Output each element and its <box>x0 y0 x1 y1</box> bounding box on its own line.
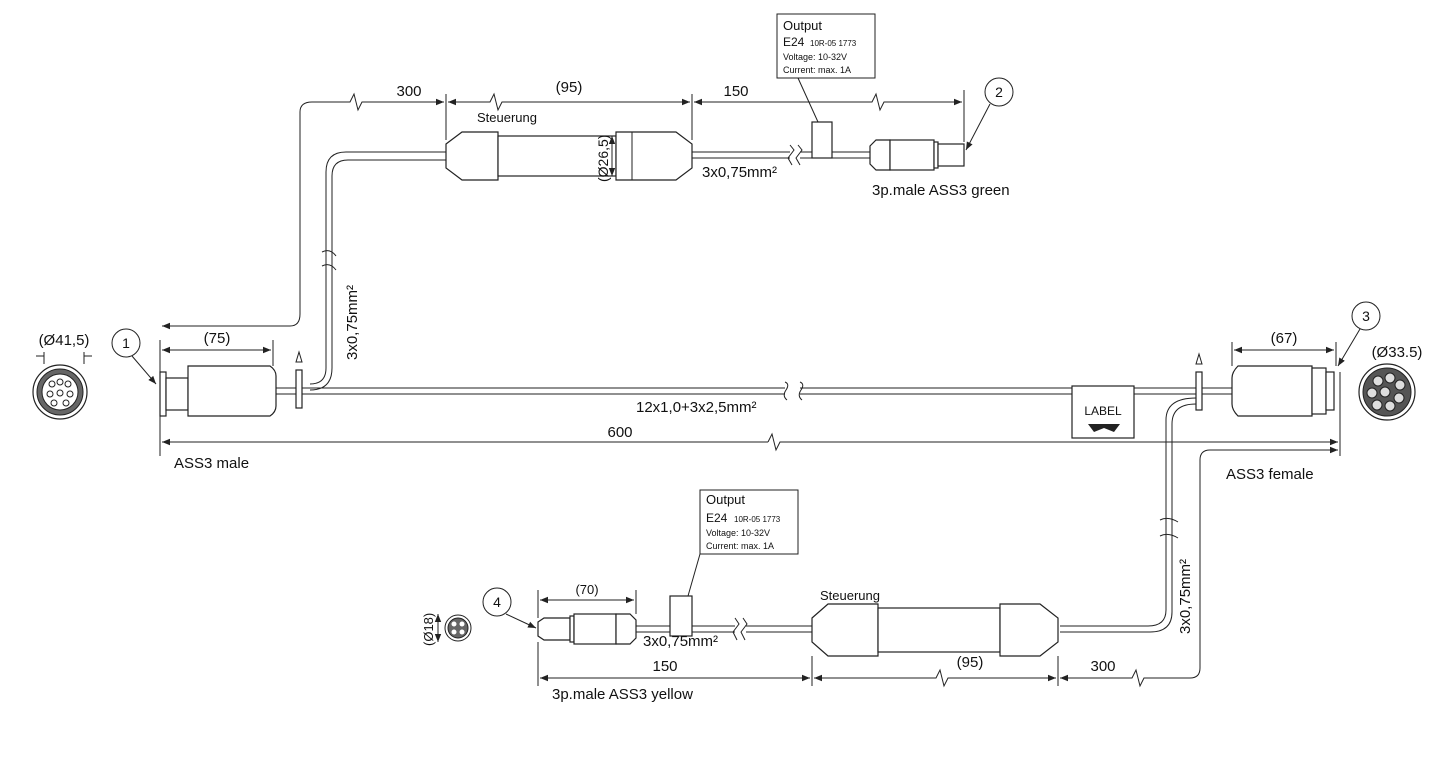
yellow-plug-label: 3p.male ASS3 yellow <box>552 686 693 703</box>
svg-text:10R-05 1773: 10R-05 1773 <box>810 39 857 48</box>
svg-text:(75): (75) <box>204 330 231 347</box>
svg-text:1: 1 <box>122 335 130 351</box>
main-cable <box>275 381 1232 401</box>
yellow-plug <box>537 613 637 645</box>
svg-text:2: 2 <box>995 84 1003 100</box>
svg-text:Output: Output <box>783 18 822 33</box>
svg-text:(70): (70) <box>575 582 598 597</box>
main-cable-length: 600 <box>607 424 632 441</box>
top-control-module <box>445 131 693 181</box>
callout-3: 3 <box>1337 301 1381 367</box>
ass3-male-connector <box>159 365 277 417</box>
cable-clamp-left <box>295 350 303 409</box>
top-riser-cable-spec: 3x0,75mm² <box>344 285 361 360</box>
dim-600: 600 <box>159 372 1341 456</box>
svg-text:Current: max. 1A: Current: max. 1A <box>706 541 774 551</box>
bottom-dimension-chain: 150 (95) 300 <box>537 446 1338 688</box>
svg-text:Voltage: 10-32V: Voltage: 10-32V <box>706 528 770 538</box>
male-label: ASS3 male <box>174 455 249 472</box>
top-module-label: Steuerung <box>477 110 537 125</box>
cable-clamp-right <box>1195 352 1203 411</box>
top-branch-cable-spec: 3x0,75mm² <box>702 164 777 181</box>
main-cable-spec: 12x1,0+3x2,5mm² <box>636 399 756 416</box>
label-tag-text: LABEL <box>1084 404 1122 418</box>
top-output-label-box: Output E24 10R-05 1773 Voltage: 10-32V C… <box>776 13 876 159</box>
dim-67: (67) <box>1231 330 1337 366</box>
top-branch-cable <box>309 144 870 391</box>
dim-75: (75) <box>159 330 274 372</box>
female-diameter: (Ø33.5) <box>1372 344 1423 361</box>
male-diameter: (Ø41,5) <box>39 332 90 349</box>
svg-text:Current: max. 1A: Current: max. 1A <box>783 65 851 75</box>
svg-text:Voltage: 10-32V: Voltage: 10-32V <box>783 52 847 62</box>
svg-text:(95): (95) <box>957 654 984 671</box>
callout-2: 2 <box>965 77 1014 151</box>
svg-text:(Ø26,5): (Ø26,5) <box>595 135 611 182</box>
green-plug-label: 3p.male ASS3 green <box>872 182 1010 199</box>
label-tag: LABEL <box>1071 385 1135 439</box>
svg-text:4: 4 <box>493 594 501 610</box>
bottom-control-module <box>811 603 1059 657</box>
svg-text:3: 3 <box>1362 308 1370 324</box>
svg-text:300: 300 <box>1090 658 1115 675</box>
svg-text:150: 150 <box>652 658 677 675</box>
dim-70: (70) <box>537 582 637 618</box>
female-label: ASS3 female <box>1226 466 1314 483</box>
svg-text:E24: E24 <box>783 35 805 49</box>
bottom-module-label: Steuerung <box>820 588 880 603</box>
dim-diameter-26-5: (Ø26,5) <box>595 135 616 182</box>
svg-text:(67): (67) <box>1271 330 1298 347</box>
svg-text:300: 300 <box>396 83 421 100</box>
yellow-face-icon <box>444 614 472 642</box>
male-face-icon <box>32 364 88 420</box>
bottom-branch-cable-spec: 3x0,75mm² <box>643 633 718 650</box>
callout-4: 4 <box>482 587 537 629</box>
svg-text:Output: Output <box>706 492 745 507</box>
svg-text:10R-05 1773: 10R-05 1773 <box>734 515 781 524</box>
top-dimension-chain: 300 (95) 150 <box>162 79 965 330</box>
green-plug <box>869 139 965 171</box>
svg-text:(95): (95) <box>556 79 583 96</box>
female-face-icon <box>1358 363 1416 421</box>
bottom-output-label-box: Output E24 10R-05 1773 Voltage: 10-32V C… <box>669 489 799 637</box>
callout-1: 1 <box>111 328 157 385</box>
svg-text:E24: E24 <box>706 511 728 525</box>
yellow-diameter: (Ø18) <box>421 613 436 646</box>
svg-text:150: 150 <box>723 83 748 100</box>
bottom-riser-cable-spec: 3x0,75mm² <box>1177 559 1194 634</box>
ass3-female-connector <box>1231 365 1335 417</box>
